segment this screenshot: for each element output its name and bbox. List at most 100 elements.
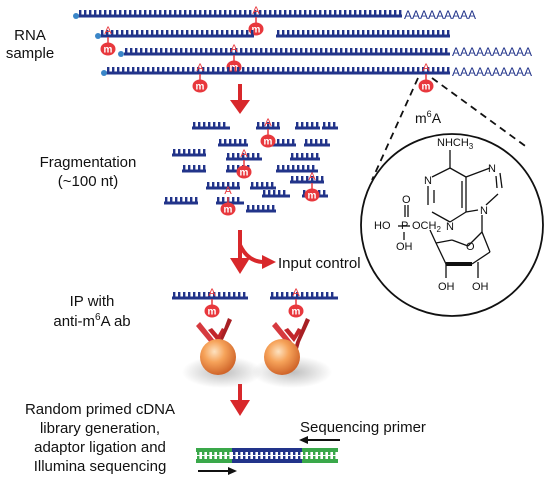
methyl-badge-label: m [308,191,317,202]
modified-base-label: A [292,287,300,299]
m6a-modification: Am [236,148,252,179]
step-label-rna-line2: sample [6,45,54,62]
svg-text:NHCH3: NHCH3 [437,137,474,151]
rna-fragment [192,122,230,130]
methyl-badge-label: m [240,168,249,179]
m6a-modification: Am [418,62,434,93]
svg-text:O: O [466,241,475,253]
m6a-title: m6A [415,109,442,126]
svg-text:P: P [401,220,408,232]
methyl-badge-label: m [292,307,301,318]
zoom-line-right [431,77,529,149]
step-label-library-line4: Illumina sequencing [34,458,167,475]
methyl-badge [220,202,236,216]
svg-text:N: N [424,175,432,187]
methyl-badge-label: m [224,205,233,216]
rna-strand [124,48,450,56]
immunoprecipitated-fragment [270,292,338,300]
rna-fragment [304,139,330,147]
modified-base-label: A [252,5,260,17]
forward-primer-arrow [198,467,237,475]
modified-base-label: A [224,185,232,197]
step-label-ip-line2: anti-m6A ab [53,312,130,330]
step-label-rna-line1: RNA [14,27,46,44]
sequencing-primer-arrow [299,436,340,444]
arrow-down-3 [230,384,250,416]
modified-base-label: A [264,117,272,129]
arrow-split-input-control [230,230,276,274]
polya-tail-2: AAAAAAAAAA [452,45,532,59]
svg-text:N: N [488,163,496,175]
zoom-line-left [371,77,419,181]
methyl-badge-label: m [264,137,273,148]
methyl-badge-label: m [104,45,113,56]
rna-fragment [322,122,338,130]
methyl-badge [418,79,434,93]
modified-base-label: A [240,148,248,160]
svg-text:O: O [402,194,411,206]
m6a-structure-circle [360,133,544,317]
methyl-badge [304,188,320,202]
rna-strand [100,30,254,38]
rna-fragment [295,122,320,130]
m6a-modification: Am [288,287,304,318]
methyl-badge [192,79,208,93]
svg-text:OH: OH [438,281,455,293]
five-prime-cap [73,13,79,19]
rna-fragment [182,165,206,173]
five-prime-cap [95,33,101,39]
methyl-badge [260,134,276,148]
step-label-library-line3: adaptor ligation and [34,439,166,456]
rna-fragment [290,153,320,161]
svg-text:OH: OH [396,241,413,253]
rna-fragment [250,182,276,190]
polya-tail-1: AAAAAAAAA [404,8,476,22]
rna-fragment [226,153,262,161]
svg-text:OCH2: OCH2 [412,220,441,234]
m6a-modification: Am [192,62,208,93]
step-label-library-line1: Random primed cDNA [25,401,175,418]
m6a-modification: Am [220,185,236,216]
rna-strand [276,30,450,38]
step-label-fragmentation-line2: (~100 nt) [58,173,118,190]
immunoprecipitated-fragment [172,292,248,300]
rna-fragment [290,176,324,184]
m6a-modification: Am [204,287,220,318]
step-label-fragmentation-line1: Fragmentation [40,154,137,171]
input-control-label: Input control [278,255,361,272]
rna-fragment [172,149,206,157]
m6a-atom-labels: NHCH3 N N N N O O P HO OCH2 OH OH OH [374,137,496,293]
rna-fragment [216,197,244,205]
methyl-badge-label: m [422,82,431,93]
step-label-ip-line1: IP with [70,293,115,310]
modified-base-label: A [230,43,238,55]
sequencing-primer-label: Sequencing primer [300,419,426,436]
rna-fragment [246,205,276,213]
methyl-badge-label: m [208,307,217,318]
methyl-badge [236,165,252,179]
magnetic-bead-2 [264,339,300,375]
arrow-down-1 [230,84,250,114]
five-prime-cap [118,51,124,57]
methyl-badge [204,304,220,318]
m6a-modification: Am [248,5,264,36]
rna-fragment [256,122,280,130]
step-label-library-line2: library generation, [40,420,160,437]
methyl-badge-label: m [196,82,205,93]
svg-text:N: N [480,205,488,217]
rna-fragment [164,197,198,205]
svg-text:N: N [446,221,454,233]
m6a-modification: Am [100,25,116,56]
modified-base-label: A [208,287,216,299]
m6a-modification: Am [304,171,320,202]
svg-text:HO: HO [374,220,391,232]
rna-fragment [218,139,248,147]
modified-base-label: A [422,62,430,74]
rna-fragment [262,190,290,198]
methyl-badge [100,42,116,56]
